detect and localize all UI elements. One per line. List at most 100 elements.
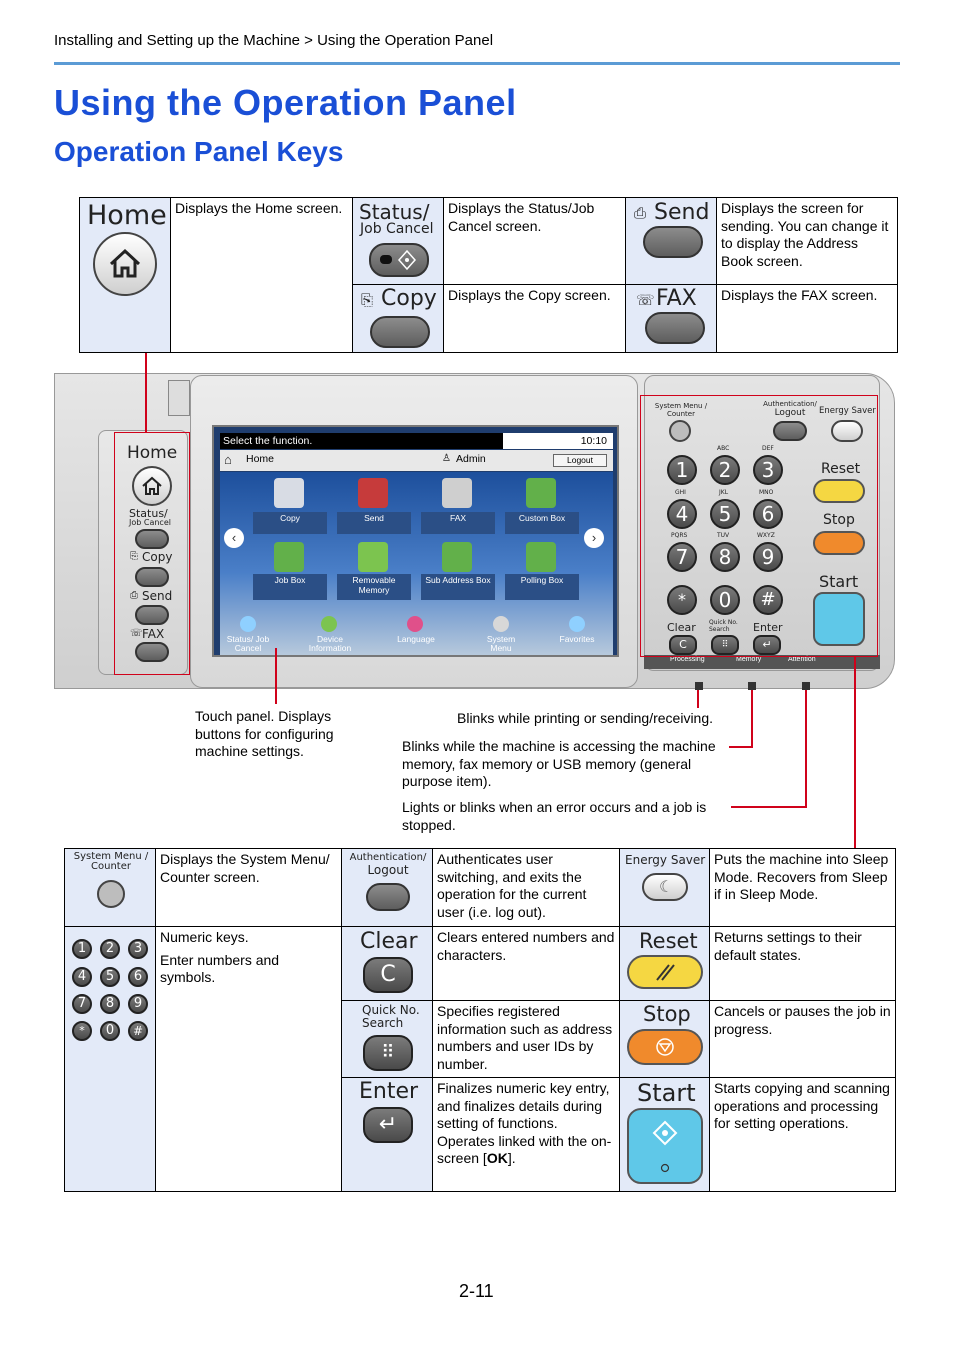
strip-status-label-2: Job Cancel (129, 518, 171, 527)
strip-home-button[interactable] (132, 466, 172, 506)
auth-button[interactable] (366, 883, 410, 911)
strip-fax-button[interactable] (135, 642, 169, 662)
reset-button[interactable] (627, 955, 703, 989)
start-button[interactable] (627, 1108, 703, 1184)
screen-device-information[interactable]: Device Information (308, 634, 352, 653)
fax-icon: ☏ (636, 291, 655, 309)
home-button[interactable] (93, 232, 157, 296)
screen-system-menu[interactable]: System Menu (486, 634, 516, 653)
screen-prev-arrow-icon[interactable]: ‹ (224, 528, 244, 548)
copy-icon: ⎘ (361, 291, 374, 309)
kp-clear-button[interactable]: C (669, 635, 697, 655)
quick-key-label-1: Quick No. (362, 1003, 420, 1017)
enter-desc-post: ]. (507, 1150, 516, 1166)
stop-button[interactable] (627, 1029, 703, 1065)
page-number: 2-11 (459, 1281, 494, 1301)
kp-key-hash[interactable]: # (753, 585, 783, 615)
status-button[interactable] (369, 243, 429, 277)
tile-polling-box[interactable]: Polling Box (505, 574, 579, 600)
kp-start-button[interactable] (813, 592, 865, 646)
kp-quick-label-2: Search (709, 626, 730, 633)
screen-next-arrow-icon[interactable]: › (584, 528, 604, 548)
quick-key-label: Quick No.Search (362, 1004, 420, 1030)
tile-sub-address-box[interactable]: Sub Address Box (421, 574, 495, 600)
status-job-cancel-icon (240, 616, 256, 632)
attention-annotation: Lights or blinks when an error occurs an… (402, 799, 707, 833)
kp-enter-button[interactable]: ↵ (753, 635, 781, 655)
kp-key-3[interactable]: 3 (753, 455, 783, 485)
kp-key-5[interactable]: 5 (710, 499, 740, 529)
tile-send[interactable]: Send (337, 512, 411, 534)
tile-job-box[interactable]: Job Box (253, 574, 327, 600)
screen-language[interactable]: Language (397, 634, 435, 644)
kp-key-4[interactable]: 4 (667, 499, 697, 529)
kp-auth-button[interactable] (773, 421, 807, 441)
energy-desc: Puts the machine into Sleep Mode. Recove… (714, 851, 889, 902)
numeric-key-hash: # (128, 1021, 148, 1041)
kp-key-asterisk[interactable]: * (667, 585, 697, 615)
kp-quick-button[interactable]: ⠿ (711, 635, 739, 655)
kp-key-7[interactable]: 7 (667, 542, 697, 572)
stop-key-label: Stop (643, 1002, 691, 1026)
strip-status-button[interactable] (135, 529, 169, 549)
kp-key-6[interactable]: 6 (753, 499, 783, 529)
kp-key-1[interactable]: 1 (667, 455, 697, 485)
enter-button[interactable]: ↵ (363, 1107, 413, 1143)
numeric-desc-1: Numeric keys. (160, 929, 249, 945)
kp-energy-button[interactable] (831, 420, 863, 442)
fax-button[interactable] (645, 312, 705, 344)
numeric-key-8: 8 (100, 994, 120, 1014)
kp-key-0[interactable]: 0 (710, 585, 740, 615)
kp-reset-button[interactable] (813, 479, 865, 503)
kp-quick-label: Quick No.Search (709, 619, 738, 633)
tile-copy[interactable]: Copy (253, 512, 327, 534)
language-icon (407, 616, 423, 632)
stop-icon (656, 1038, 674, 1056)
kp-stop-button[interactable] (813, 531, 865, 555)
home-desc: Displays the Home screen. (175, 200, 343, 216)
strip-send-label: Send (142, 589, 173, 603)
kp-key-9[interactable]: 9 (753, 542, 783, 572)
screen-home-icon[interactable]: ⌂ (224, 452, 232, 467)
kp-system-menu-button[interactable] (669, 420, 691, 442)
indicator-memory-label: Memory (736, 656, 762, 663)
screen-favorites[interactable]: Favorites (559, 634, 595, 644)
reset-icon (656, 964, 675, 981)
screen-home-area: ‹ › Copy Send FAX Custom Box Job Box Rem… (220, 472, 613, 655)
energy-button[interactable]: ☾ (642, 873, 688, 901)
kp-key-8[interactable]: 8 (710, 542, 740, 572)
strip-copy-button[interactable] (135, 567, 169, 587)
start-desc: Starts copying and scanning operations a… (714, 1080, 890, 1131)
auth-key-cell: Authentication/Logout (341, 848, 433, 927)
job-box-tile-icon (274, 542, 304, 572)
kp-reset-label: Reset (821, 461, 861, 477)
status-desc-cell: Displays the Status/Job Cancel screen. (443, 197, 626, 285)
status-key-label: Status/ (359, 200, 430, 224)
screen-time: 10:10 (503, 433, 613, 449)
send-button[interactable] (643, 226, 703, 258)
home-key-label: Home (87, 200, 167, 231)
clear-button[interactable]: C (363, 957, 413, 993)
breadcrumb: Installing and Setting up the Machine > … (54, 32, 494, 49)
tile-fax[interactable]: FAX (421, 512, 495, 534)
enter-desc-pre: Finalizes numeric key entry, and finaliz… (437, 1080, 612, 1166)
screen-home-label[interactable]: Home (246, 453, 275, 465)
touch-screen[interactable]: Select the function. 10:10 ⌂ Home ♙ Admi… (212, 425, 619, 657)
device-information-icon (321, 616, 337, 632)
home-desc-cell: Displays the Home screen. (170, 197, 353, 353)
system-menu-button[interactable] (97, 880, 125, 908)
keypad-callout-box (640, 395, 878, 657)
tile-custom-box[interactable]: Custom Box (505, 512, 579, 534)
tile-removable-memory[interactable]: Removable Memory (337, 574, 411, 600)
strip-status-label: Status/ (129, 507, 168, 520)
copy-button[interactable] (370, 316, 430, 348)
screen-status-job-cancel[interactable]: Status/ Job Cancel (226, 634, 270, 653)
quick-button[interactable]: ⠿ (363, 1035, 413, 1071)
reset-key-label: Reset (639, 929, 698, 953)
copy-key-cell: ⎘ Copy (352, 284, 444, 353)
kp-key-2[interactable]: 2 (710, 455, 740, 485)
clear-key-label: Clear (360, 929, 418, 954)
strip-send-button[interactable] (135, 605, 169, 625)
screen-logout-button[interactable]: Logout (553, 454, 607, 467)
system-menu-desc-cell: Displays the System Menu/ Counter screen… (155, 848, 342, 927)
